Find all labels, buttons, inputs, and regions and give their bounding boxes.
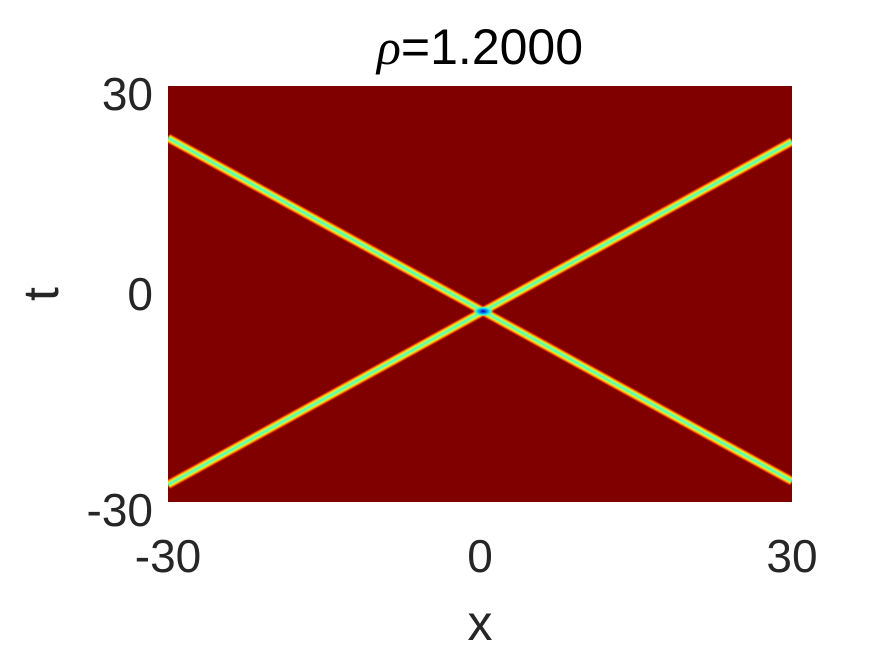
x-tick-label: 30 (766, 530, 817, 582)
y-tick-label: -30 (87, 484, 153, 536)
y-axis-label: t (13, 287, 69, 301)
y-tick-label: 30 (102, 68, 153, 120)
chart-title: ρ=1.2000 (375, 19, 583, 75)
x-tick-labels: -30 0 30 (135, 530, 818, 582)
x-axis-label: x (468, 595, 493, 651)
y-tick-labels: 30 0 -30 (87, 68, 153, 536)
x-tick-label: -30 (135, 530, 201, 582)
svg-text:ρ=1.2000: ρ=1.2000 (375, 19, 583, 75)
plot-area (168, 86, 792, 502)
title-value: =1.2000 (401, 19, 583, 75)
x-tick-label: 0 (467, 530, 493, 582)
heatmap-background (168, 86, 792, 502)
title-symbol: ρ (375, 19, 401, 75)
y-tick-label: 0 (127, 268, 153, 320)
collision-spot (473, 306, 494, 317)
